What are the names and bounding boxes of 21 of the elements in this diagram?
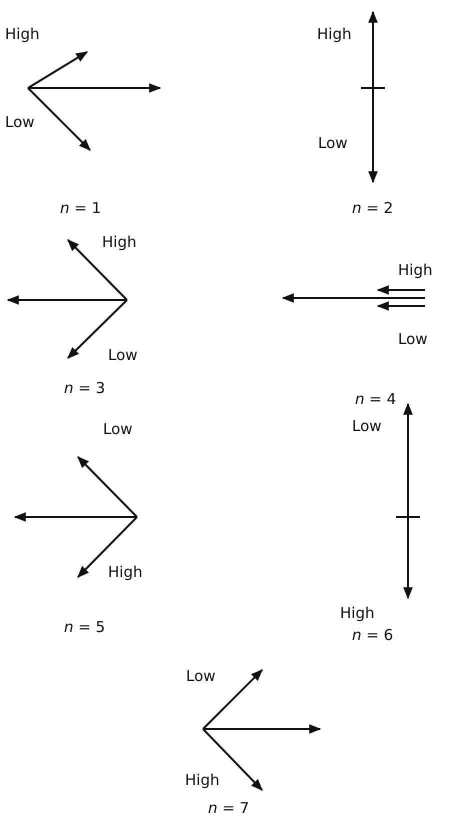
level-label: High bbox=[317, 25, 352, 43]
level-label: Low bbox=[108, 346, 138, 364]
level-label: High bbox=[108, 563, 142, 581]
level-label: High bbox=[185, 771, 220, 789]
case-caption: n = 3 bbox=[64, 379, 106, 397]
case-caption: n = 1 bbox=[60, 199, 102, 217]
level-label: High bbox=[5, 25, 40, 43]
level-label: Low bbox=[398, 330, 428, 348]
case-caption: n = 4 bbox=[355, 390, 396, 408]
case-caption: n = 2 bbox=[352, 199, 394, 217]
level-label: Low bbox=[5, 113, 35, 131]
level-label: High bbox=[398, 261, 432, 279]
level-label: Low bbox=[352, 417, 382, 435]
level-label: Low bbox=[103, 420, 133, 438]
case-caption: n = 7 bbox=[208, 799, 250, 817]
level-label: Low bbox=[186, 667, 216, 685]
case-caption: n = 6 bbox=[352, 626, 394, 644]
level-label: High bbox=[340, 604, 374, 622]
case-caption: n = 5 bbox=[64, 618, 106, 636]
level-label: High bbox=[102, 233, 136, 251]
level-label: Low bbox=[318, 134, 348, 152]
